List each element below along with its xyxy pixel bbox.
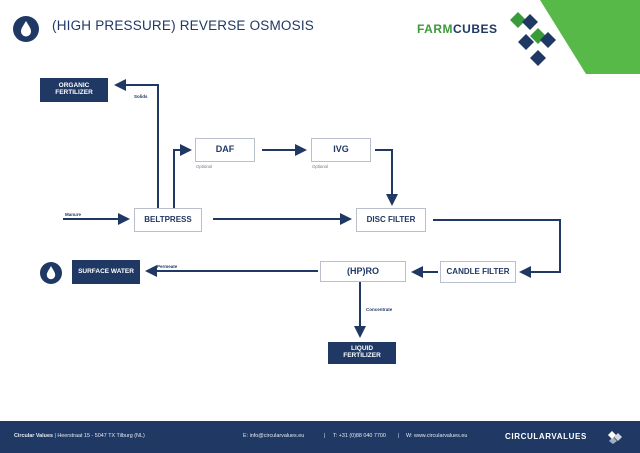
page-title: (HIGH PRESSURE) REVERSE OSMOSIS [52,18,314,33]
daf-optional-label: Optional [196,164,213,169]
footer-phone: T: +31 (0)88 040 7700 [333,433,386,439]
footer-company-address: Circular Values | Heerstraat 15 - 5047 T… [14,433,145,439]
permeate-label: Permeate [157,264,178,269]
footer-separator: | [398,433,400,439]
daf-node: DAF [195,138,255,162]
footer-address: Heerstraat 15 - 5047 TX Tilburg (NL) [57,433,145,439]
footer-bar: Circular Values | Heerstraat 15 - 5047 T… [0,421,640,453]
footer-separator: | [324,433,326,439]
circularvalues-logo-text: CIRCULARVALUES [505,432,587,441]
beltpress-node: BELTPRESS [134,208,202,232]
concentrate-label: Concentrate [366,307,393,312]
manure-label: Manure [65,212,82,217]
candle-filter-node: CANDLE FILTER [440,261,516,283]
logo-cubes-text: CUBES [453,22,498,36]
hpro-node: (HP)RO [320,261,406,282]
water-drop-icon [40,262,62,284]
surface-water-node: SURFACE WATER [72,260,140,284]
circularvalues-logo-icon [608,430,624,444]
footer-company: Circular Values [14,433,53,439]
farmcubes-logo-text: FARMCUBES [417,22,498,36]
water-drop-icon [13,16,39,42]
footer-email[interactable]: E: info@circularvalues.eu [243,433,305,439]
organic-fertilizer-node: ORGANIC FERTILIZER [40,78,108,102]
logo-farm-text: FARM [417,22,453,36]
solids-label: Solids [134,94,148,99]
ivg-optional-label: Optional [312,164,329,169]
cubes-logo-icon [508,8,558,72]
ivg-node: IVG [311,138,371,162]
liquid-fertilizer-node: LIQUID FERTILIZER [328,342,396,364]
disc-filter-node: DISC FILTER [356,208,426,232]
footer-web[interactable]: W: www.circularvalues.eu [406,433,468,439]
